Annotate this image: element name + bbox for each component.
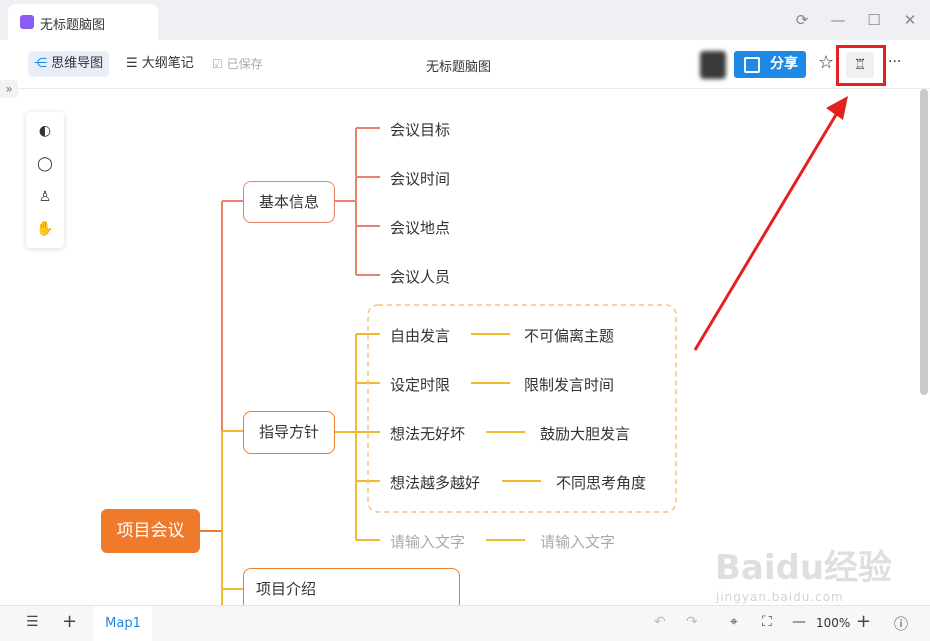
- zoom-in-icon[interactable]: +: [856, 611, 872, 632]
- presentation-icon: ♖: [853, 57, 867, 73]
- highlight-box: [836, 45, 886, 86]
- mindmap-connectors: [200, 96, 848, 605]
- subtopic[interactable]: 想法无好坏: [390, 425, 466, 443]
- subtopic[interactable]: 设定时限: [390, 376, 451, 394]
- side-toolbar: ◐ ◯ ♙ ✋: [26, 112, 64, 248]
- toolbar: ⋲ 思维导图 ☰ 大纲笔记 ☑ 已保存 无标题脑图 分享 ☆ ♖ ···: [0, 40, 930, 89]
- placeholder-topic[interactable]: 请输入文字: [390, 533, 466, 551]
- more-menu-button[interactable]: ···: [888, 54, 902, 70]
- star-icon[interactable]: ☆: [818, 52, 835, 73]
- zoom-out-icon[interactable]: —: [792, 614, 806, 630]
- outline-mode-button[interactable]: ☰ 大纲笔记: [126, 51, 194, 77]
- zoom-level: 100%: [816, 616, 851, 630]
- subtopic[interactable]: 会议人员: [390, 268, 451, 286]
- subtopic[interactable]: 想法越多越好: [390, 474, 481, 492]
- detail-topic[interactable]: 不可偏离主题: [524, 327, 615, 345]
- minimize-icon[interactable]: —: [830, 11, 846, 29]
- help-icon[interactable]: ⓘ: [894, 617, 908, 633]
- list-icon: ☰: [126, 56, 138, 71]
- subtopic[interactable]: 自由发言: [390, 327, 451, 345]
- detail-topic[interactable]: 限制发言时间: [524, 376, 615, 394]
- detail-topic[interactable]: 不同思考角度: [556, 474, 647, 492]
- redo-icon[interactable]: ↷: [686, 614, 698, 630]
- share-label: 分享: [770, 56, 798, 72]
- vertical-scrollbar[interactable]: [920, 89, 928, 395]
- saved-label: 已保存: [226, 57, 263, 71]
- sheet-tab[interactable]: Map1: [94, 606, 152, 641]
- palette-icon[interactable]: ◐: [38, 123, 52, 139]
- title-bar: 无标题脑图 ⟳ — ☐ ✕: [0, 0, 930, 40]
- location-icon[interactable]: ⌖: [730, 614, 738, 630]
- expand-panel-icon[interactable]: »: [0, 80, 18, 98]
- detail-topic[interactable]: 鼓励大胆发言: [540, 425, 631, 443]
- watermark-url: jingyan.baidu.com: [716, 590, 844, 604]
- presentation-button[interactable]: ♖: [846, 52, 874, 78]
- user-icon[interactable]: ♙: [38, 189, 52, 205]
- fit-screen-icon[interactable]: ⛶: [762, 614, 772, 630]
- watermark: Baidu经验: [715, 548, 893, 588]
- branch-guidelines[interactable]: 指导方针: [243, 411, 335, 454]
- refresh-icon[interactable]: ⟳: [795, 11, 809, 29]
- maximize-icon[interactable]: ☐: [867, 11, 881, 29]
- share-icon: [744, 57, 760, 73]
- comment-icon[interactable]: ◯: [37, 156, 53, 172]
- branch-project-intro[interactable]: 项目介绍: [243, 568, 460, 612]
- document-tab[interactable]: 无标题脑图: [8, 4, 158, 40]
- add-sheet-icon[interactable]: +: [62, 611, 78, 632]
- undo-icon[interactable]: ↶: [654, 614, 666, 630]
- outline-mode-label: 大纲笔记: [141, 56, 194, 71]
- document-title[interactable]: 无标题脑图: [426, 60, 492, 75]
- app-logo-icon: [20, 15, 34, 29]
- save-status: ☑ 已保存: [212, 51, 263, 77]
- mindmap-icon: ⋲: [34, 56, 47, 71]
- share-button[interactable]: 分享: [734, 51, 806, 78]
- tab-title: 无标题脑图: [40, 18, 106, 33]
- saved-check-icon: ☑: [212, 57, 223, 71]
- subtopic[interactable]: 会议时间: [390, 170, 451, 188]
- branch-basic-info[interactable]: 基本信息: [243, 181, 335, 223]
- close-icon[interactable]: ✕: [903, 11, 917, 29]
- list-icon[interactable]: ☰: [26, 614, 39, 630]
- placeholder-topic[interactable]: 请输入文字: [540, 533, 616, 551]
- root-topic[interactable]: 项目会议: [101, 509, 200, 553]
- bottom-bar: ☰ + Map1 ↶ ↷ ⌖ ⛶ — 100% + ⓘ: [0, 605, 930, 641]
- hand-icon[interactable]: ✋: [36, 221, 54, 237]
- subtopic[interactable]: 会议地点: [390, 219, 451, 237]
- avatar[interactable]: [700, 51, 726, 79]
- subtopic[interactable]: 会议目标: [390, 121, 451, 139]
- mindmap-mode-label: 思维导图: [51, 56, 104, 71]
- mindmap-mode-button[interactable]: ⋲ 思维导图: [28, 51, 110, 77]
